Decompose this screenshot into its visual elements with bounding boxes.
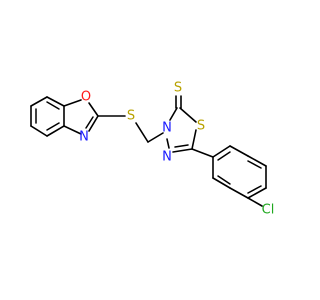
- bond: [169, 107, 178, 121]
- bond: [88, 102, 99, 117]
- chlorophenyl-ring: [191, 145, 267, 207]
- atom-labels: O N S N S S N Cl: [79, 81, 274, 218]
- bond: [166, 138, 170, 149]
- thiomethyl-linker: [97, 115, 164, 143]
- molecule-structure-diagram: O N S N S S N Cl: [30, 81, 274, 218]
- benzoxazole-oxazole-ring: [63, 99, 99, 135]
- bond: [30, 125, 48, 137]
- atom-label-cl: Cl: [262, 203, 275, 218]
- atom-label-n-benzoxazole: N: [79, 130, 89, 145]
- bond: [191, 148, 214, 158]
- atom-label-s-thione: S: [174, 81, 182, 96]
- bond: [88, 115, 99, 132]
- bond: [229, 145, 249, 157]
- bond: [147, 132, 164, 143]
- bond: [135, 122, 149, 143]
- bond: [30, 96, 48, 107]
- bond-double-inner: [46, 122, 60, 131]
- bond: [247, 187, 267, 199]
- bond-double-inner: [46, 101, 60, 110]
- bond-double-inner: [217, 151, 231, 161]
- bond-double-inner: [174, 144, 189, 148]
- bond: [247, 197, 263, 207]
- atom-label-s-linker: S: [127, 109, 135, 124]
- bond: [172, 148, 193, 153]
- bond: [179, 107, 197, 123]
- bond-double-inner: [217, 175, 231, 185]
- bond: [63, 99, 82, 107]
- thiadiazole-ring: [166, 95, 197, 153]
- atom-label-o-benzoxazole: O: [81, 90, 91, 105]
- bond: [212, 145, 231, 158]
- bond: [191, 129, 197, 150]
- bond: [212, 177, 231, 189]
- bond-double-inner: [247, 185, 262, 194]
- bond: [229, 187, 249, 199]
- atom-label-n3-thiadiazole: N: [162, 121, 172, 136]
- bond: [46, 96, 65, 107]
- bond: [247, 155, 267, 167]
- atom-label-s-thiadiazole: S: [197, 119, 205, 134]
- benzoxazole-benzene-ring: [30, 96, 65, 137]
- bond: [63, 125, 82, 135]
- bond-double-inner: [85, 116, 94, 129]
- bond: [46, 125, 65, 137]
- bond-double-inner: [247, 160, 262, 169]
- atom-label-n4-thiadiazole: N: [162, 150, 172, 165]
